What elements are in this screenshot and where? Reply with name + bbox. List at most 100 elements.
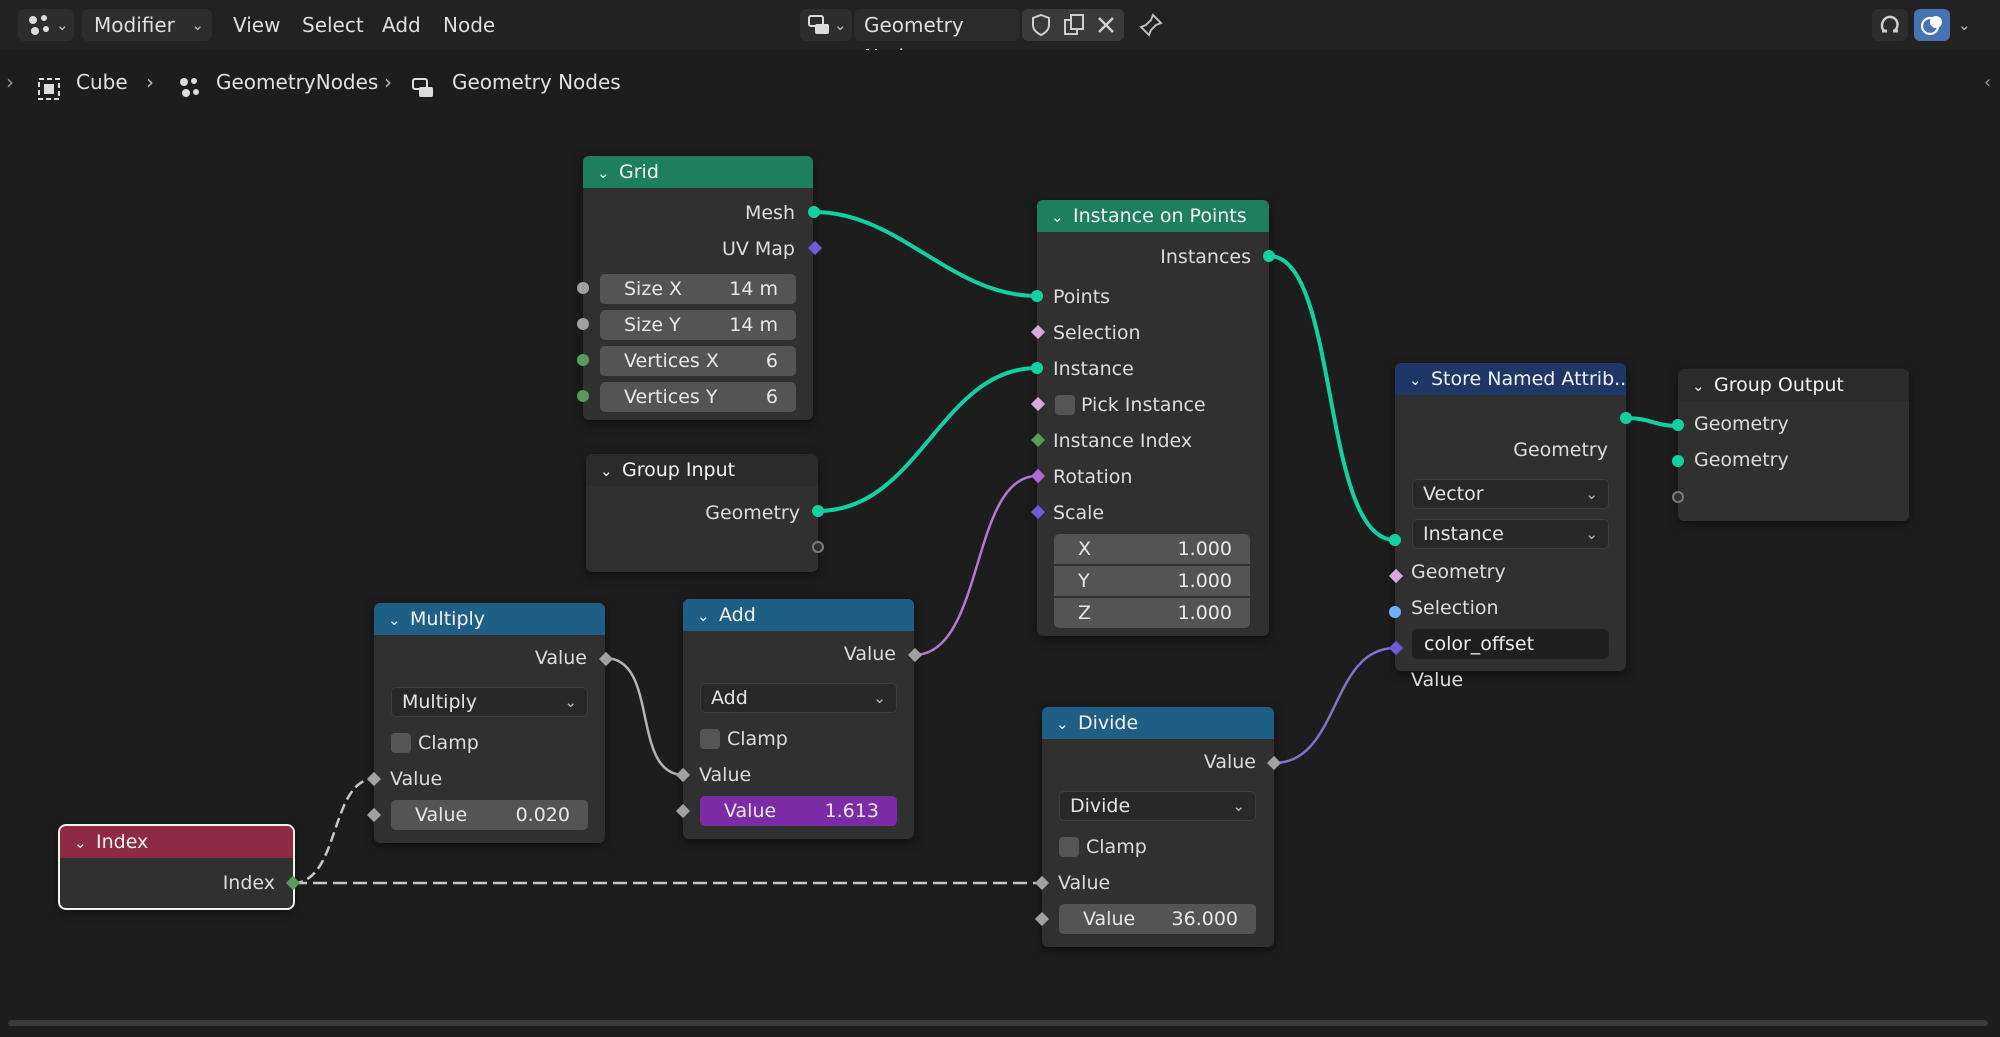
socket-iop-instance[interactable] <box>1031 362 1043 374</box>
clamp-checkbox[interactable] <box>391 733 411 753</box>
field-label: Vertices X <box>624 350 719 372</box>
object-icon <box>38 78 60 100</box>
chevron-down-icon[interactable]: ⌄ <box>1056 715 1069 733</box>
menu-add[interactable]: Add <box>382 13 421 37</box>
operation-dropdown[interactable]: Add⌄ <box>700 683 897 713</box>
clamp-checkbox[interactable] <box>1059 837 1079 857</box>
operation-dropdown[interactable]: Multiply⌄ <box>391 687 588 717</box>
socket-label-geometry: Geometry <box>705 502 800 524</box>
socket-grid-vertices-y[interactable] <box>577 390 589 402</box>
socket-grid-vertices-x[interactable] <box>577 354 589 366</box>
socket-group-input-geometry[interactable] <box>812 505 824 517</box>
socket-grid-size-y[interactable] <box>577 318 589 330</box>
field-value: 6 <box>765 350 778 372</box>
chevron-down-icon[interactable]: ⌄ <box>600 462 613 480</box>
chevron-down-icon[interactable]: ⌄ <box>597 164 610 182</box>
field-vertices-x[interactable]: Vertices X 6 <box>600 346 796 376</box>
mode-dropdown[interactable]: Modifier ⌄ <box>82 9 212 41</box>
pin-icon[interactable] <box>1137 11 1165 39</box>
group-output-node-header[interactable]: ⌄Group Output <box>1678 369 1909 401</box>
shield-icon[interactable] <box>1028 12 1054 38</box>
menu-view[interactable]: View <box>233 13 281 37</box>
chevron-right-icon: › <box>6 70 14 94</box>
store-named-attribute-node[interactable]: ⌄Store Named Attrib... Geometry Vector⌄ … <box>1395 363 1626 691</box>
socket-store-name[interactable] <box>1389 606 1401 618</box>
field-label: Value <box>415 804 468 826</box>
breadcrumb-object[interactable]: Cube <box>76 70 128 94</box>
chevron-down-icon[interactable]: ⌄ <box>74 834 87 852</box>
editor-type-selector[interactable]: ⌄ <box>18 9 74 41</box>
divide-node-header[interactable]: ⌄Divide <box>1042 707 1274 739</box>
multiply-node-header[interactable]: ⌄ Multiply <box>374 603 605 635</box>
socket-label-value-out: Value <box>534 647 587 669</box>
group-output-node[interactable]: ⌄Group Output Geometry Geometry <box>1678 369 1909 521</box>
socket-iop-instances[interactable] <box>1263 250 1275 262</box>
chevron-down-icon[interactable]: ⌄ <box>1409 371 1422 389</box>
socket-grid-size-x[interactable] <box>577 282 589 294</box>
socket-grid-mesh[interactable] <box>808 206 820 218</box>
instance-on-points-node[interactable]: ⌄Instance on Points Instances Points Sel… <box>1037 200 1269 636</box>
socket-group-output-virtual[interactable] <box>1672 491 1684 503</box>
field-value: 6 <box>765 386 778 408</box>
node-tree-name-field[interactable]: Geometry Nodes <box>854 9 1020 69</box>
socket-group-output-geometry-2[interactable] <box>1672 455 1684 467</box>
index-node[interactable]: ⌄Index Index <box>58 824 295 910</box>
sidebar-toggle-icon[interactable]: ‹ <box>1984 72 1992 93</box>
field-label: X <box>1078 538 1092 560</box>
socket-iop-points[interactable] <box>1031 290 1043 302</box>
instance-on-points-node-header[interactable]: ⌄Instance on Points <box>1037 200 1269 232</box>
field-label: Value <box>724 800 777 822</box>
menu-node[interactable]: Node <box>443 13 496 37</box>
chevron-down-icon[interactable]: ⌄ <box>388 611 401 629</box>
group-input-node-header[interactable]: ⌄Group Input <box>586 454 818 486</box>
grid-node-header[interactable]: ⌄Grid <box>583 156 813 188</box>
operation-dropdown[interactable]: Divide⌄ <box>1059 791 1256 821</box>
socket-store-geometry-out[interactable] <box>1620 412 1632 424</box>
horizontal-scrollbar[interactable] <box>8 1020 1988 1026</box>
store-named-attribute-node-header[interactable]: ⌄Store Named Attrib... <box>1395 363 1626 395</box>
overlay-toggle[interactable] <box>1914 9 1950 41</box>
chevron-down-icon[interactable]: ⌄ <box>1051 208 1064 226</box>
pick-instance-checkbox[interactable] <box>1055 395 1075 415</box>
attribute-name-input[interactable]: color_offset <box>1412 629 1609 659</box>
clamp-checkbox[interactable] <box>700 729 720 749</box>
socket-label-selection: Selection <box>1411 597 1499 619</box>
chevron-down-icon[interactable]: ⌄ <box>1692 377 1705 395</box>
chevron-right-icon: › <box>146 70 154 94</box>
socket-store-geometry-in[interactable] <box>1389 534 1401 546</box>
node-canvas[interactable] <box>0 50 2000 1037</box>
scale-x-field[interactable]: X 1.000 <box>1054 534 1250 564</box>
field-value: 1.000 <box>1177 538 1232 560</box>
node-tree-browse[interactable]: ⌄ <box>800 9 852 41</box>
socket-group-output-geometry-1[interactable] <box>1672 419 1684 431</box>
breadcrumb-tree[interactable]: Geometry Nodes <box>452 70 621 94</box>
chevron-down-icon[interactable]: ⌄ <box>697 607 710 625</box>
domain-dropdown[interactable]: Instance⌄ <box>1412 519 1609 549</box>
chevron-down-icon: ⌄ <box>191 16 204 34</box>
data-type-dropdown[interactable]: Vector⌄ <box>1412 479 1609 509</box>
chevron-down-icon[interactable]: ⌄ <box>1958 16 1971 34</box>
group-input-node[interactable]: ⌄Group Input Geometry <box>586 454 818 572</box>
snap-toggle[interactable] <box>1872 9 1908 41</box>
breadcrumb-modifier[interactable]: GeometryNodes <box>216 70 379 94</box>
socket-group-input-virtual[interactable] <box>812 541 824 553</box>
duplicate-icon[interactable] <box>1061 12 1087 38</box>
chevron-down-icon: ⌄ <box>1585 485 1598 503</box>
close-icon[interactable] <box>1093 12 1119 38</box>
multiply-node[interactable]: ⌄Multiply Value Multiply⌄ Clamp Value Va… <box>374 603 605 843</box>
node-title: Multiply <box>410 608 486 630</box>
index-node-header[interactable]: ⌄Index <box>60 826 293 858</box>
add-node-header[interactable]: ⌄Add <box>683 599 914 631</box>
menu-select[interactable]: Select <box>302 13 364 37</box>
